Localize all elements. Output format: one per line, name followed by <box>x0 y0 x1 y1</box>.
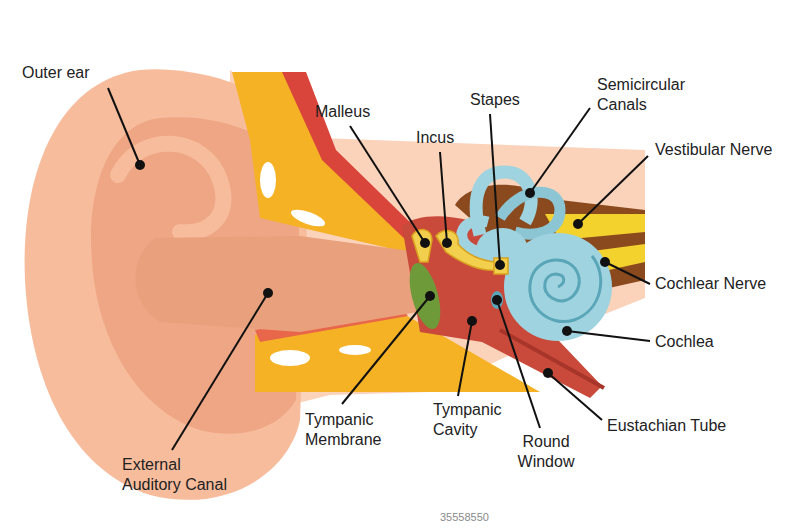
leader-dot <box>525 188 535 198</box>
leader-dot <box>467 316 477 326</box>
part-label: Semicircular Canals <box>597 75 697 115</box>
round-window <box>491 291 503 309</box>
leader-dot <box>442 238 452 248</box>
leader-line <box>172 293 268 450</box>
leader-line <box>440 152 447 243</box>
leader-dot <box>573 219 583 229</box>
part-label: Eustachian Tube <box>607 416 726 436</box>
part-label: Cochlea <box>655 332 714 352</box>
bone-spot <box>339 345 371 355</box>
part-label: Stapes <box>470 90 520 110</box>
cochlea-shape <box>504 233 612 341</box>
part-label: Cochlear Nerve <box>655 274 766 294</box>
leader-line <box>605 262 650 284</box>
leader-dot <box>600 257 610 267</box>
leader-dot <box>495 260 505 270</box>
upper-bone <box>232 72 420 252</box>
leader-line <box>108 88 140 165</box>
semicircular-canal <box>500 192 560 234</box>
watermark: 35558550 <box>440 511 489 525</box>
leader-dot <box>543 368 553 378</box>
bone-spot <box>289 206 327 230</box>
upper-bone-edge <box>282 72 420 244</box>
leader-line <box>578 156 648 224</box>
leader-dot <box>135 160 145 170</box>
leader-line <box>567 331 650 341</box>
malleus-bone <box>412 230 432 262</box>
leader-line <box>490 114 500 265</box>
bone-spot <box>270 350 310 366</box>
part-label: Malleus <box>315 102 370 122</box>
antihelix <box>118 144 223 233</box>
leader-dots <box>135 160 610 378</box>
leader-dot <box>562 326 572 336</box>
leader-lines <box>108 88 650 450</box>
part-label: Incus <box>416 128 454 148</box>
leader-dot <box>420 238 430 248</box>
bone-spot <box>260 162 276 198</box>
leader-dot <box>263 288 273 298</box>
leader-dot <box>425 291 435 301</box>
stapes-bone <box>494 258 508 274</box>
leader-line <box>350 126 425 243</box>
part-label: Tympanic Membrane <box>305 410 405 450</box>
cochlea-spiral <box>530 256 601 322</box>
leader-line <box>497 300 540 428</box>
part-label: External Auditory Canal <box>122 455 240 495</box>
part-label: Round Window <box>506 432 586 472</box>
leader-line <box>548 373 602 420</box>
incus-bone <box>436 230 498 270</box>
part-label: Tympanic Cavity <box>433 400 518 440</box>
part-label: Outer ear <box>22 63 90 83</box>
leader-line <box>342 296 430 404</box>
leader-line <box>530 108 590 193</box>
ear-canal <box>135 236 418 332</box>
leader-line <box>458 321 472 396</box>
part-label: Vestibular Nerve <box>655 140 772 160</box>
leader-dot <box>492 295 502 305</box>
